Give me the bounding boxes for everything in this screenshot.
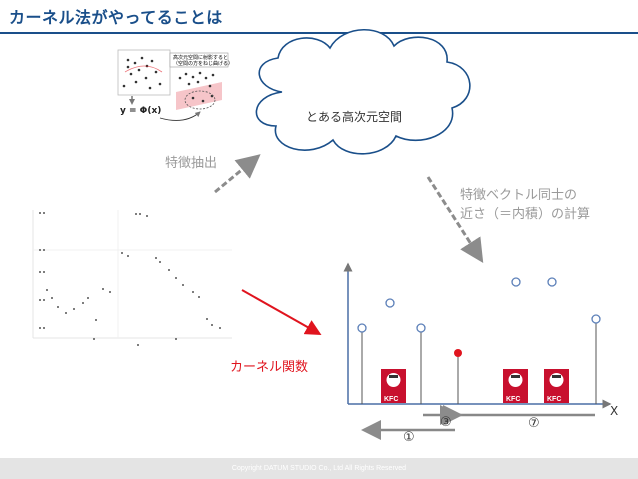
inner-product-label-line1: 特徴ベクトル同士の <box>460 188 578 203</box>
kfc-text: KFC <box>506 396 520 403</box>
query-point <box>454 349 462 357</box>
kfc-text: KFC <box>547 396 561 403</box>
data-point <box>416 323 426 333</box>
page-title: カーネル法がやってることは <box>9 8 223 27</box>
data-point <box>547 277 557 287</box>
feature-extract-label: 特徴抽出 <box>165 156 218 171</box>
high-dim-space-cloud <box>255 28 471 155</box>
scatter-points <box>39 212 221 346</box>
input-scatter-plot <box>32 210 232 346</box>
data-point <box>511 277 521 287</box>
hyperplane <box>176 82 222 110</box>
data-point <box>357 323 367 333</box>
kfc-text: KFC <box>384 396 398 403</box>
feature-extract-arrow <box>214 154 261 194</box>
distance-label-1: ① <box>403 430 415 445</box>
x-axis-label: X <box>610 404 619 418</box>
input-space-box <box>117 49 171 96</box>
data-point <box>591 314 601 324</box>
mapping-formula: y = Φ(x) <box>120 106 161 116</box>
mini-caption-box <box>169 52 229 68</box>
kfc-icon-1: KFC <box>381 369 406 403</box>
kfc-icon-3: KFC <box>544 369 569 403</box>
cloud-label: とある高次元空間 <box>306 110 403 124</box>
data-point <box>385 298 395 308</box>
mini-caption-line1: 高次元空間に射影すると <box>173 54 228 61</box>
kernel-arrow <box>241 289 322 335</box>
title-underline <box>0 32 638 34</box>
inner-product-arrow <box>426 176 484 264</box>
kernel-chart: KFC KFC KFC <box>343 262 612 440</box>
distance-label-7: ⑦ <box>528 416 540 431</box>
footer-copyright: Copyright DATUM STUDIO Co., Ltd All Righ… <box>0 458 638 479</box>
mapping-illustration: 高次元空間に射影すると （空間の方をねじ曲げる） y = Φ(x) <box>117 49 233 121</box>
feature-space-dots <box>178 71 215 103</box>
mini-caption-line2: （空間の方をねじ曲げる） <box>173 60 233 67</box>
kernel-label: カーネル関数 <box>230 360 309 375</box>
inner-product-label-line2: 近さ（＝内積）の計算 <box>460 207 591 222</box>
distance-label-3: ③ <box>440 415 452 430</box>
input-space-dots <box>122 56 162 90</box>
kfc-icon-2: KFC <box>503 369 528 403</box>
